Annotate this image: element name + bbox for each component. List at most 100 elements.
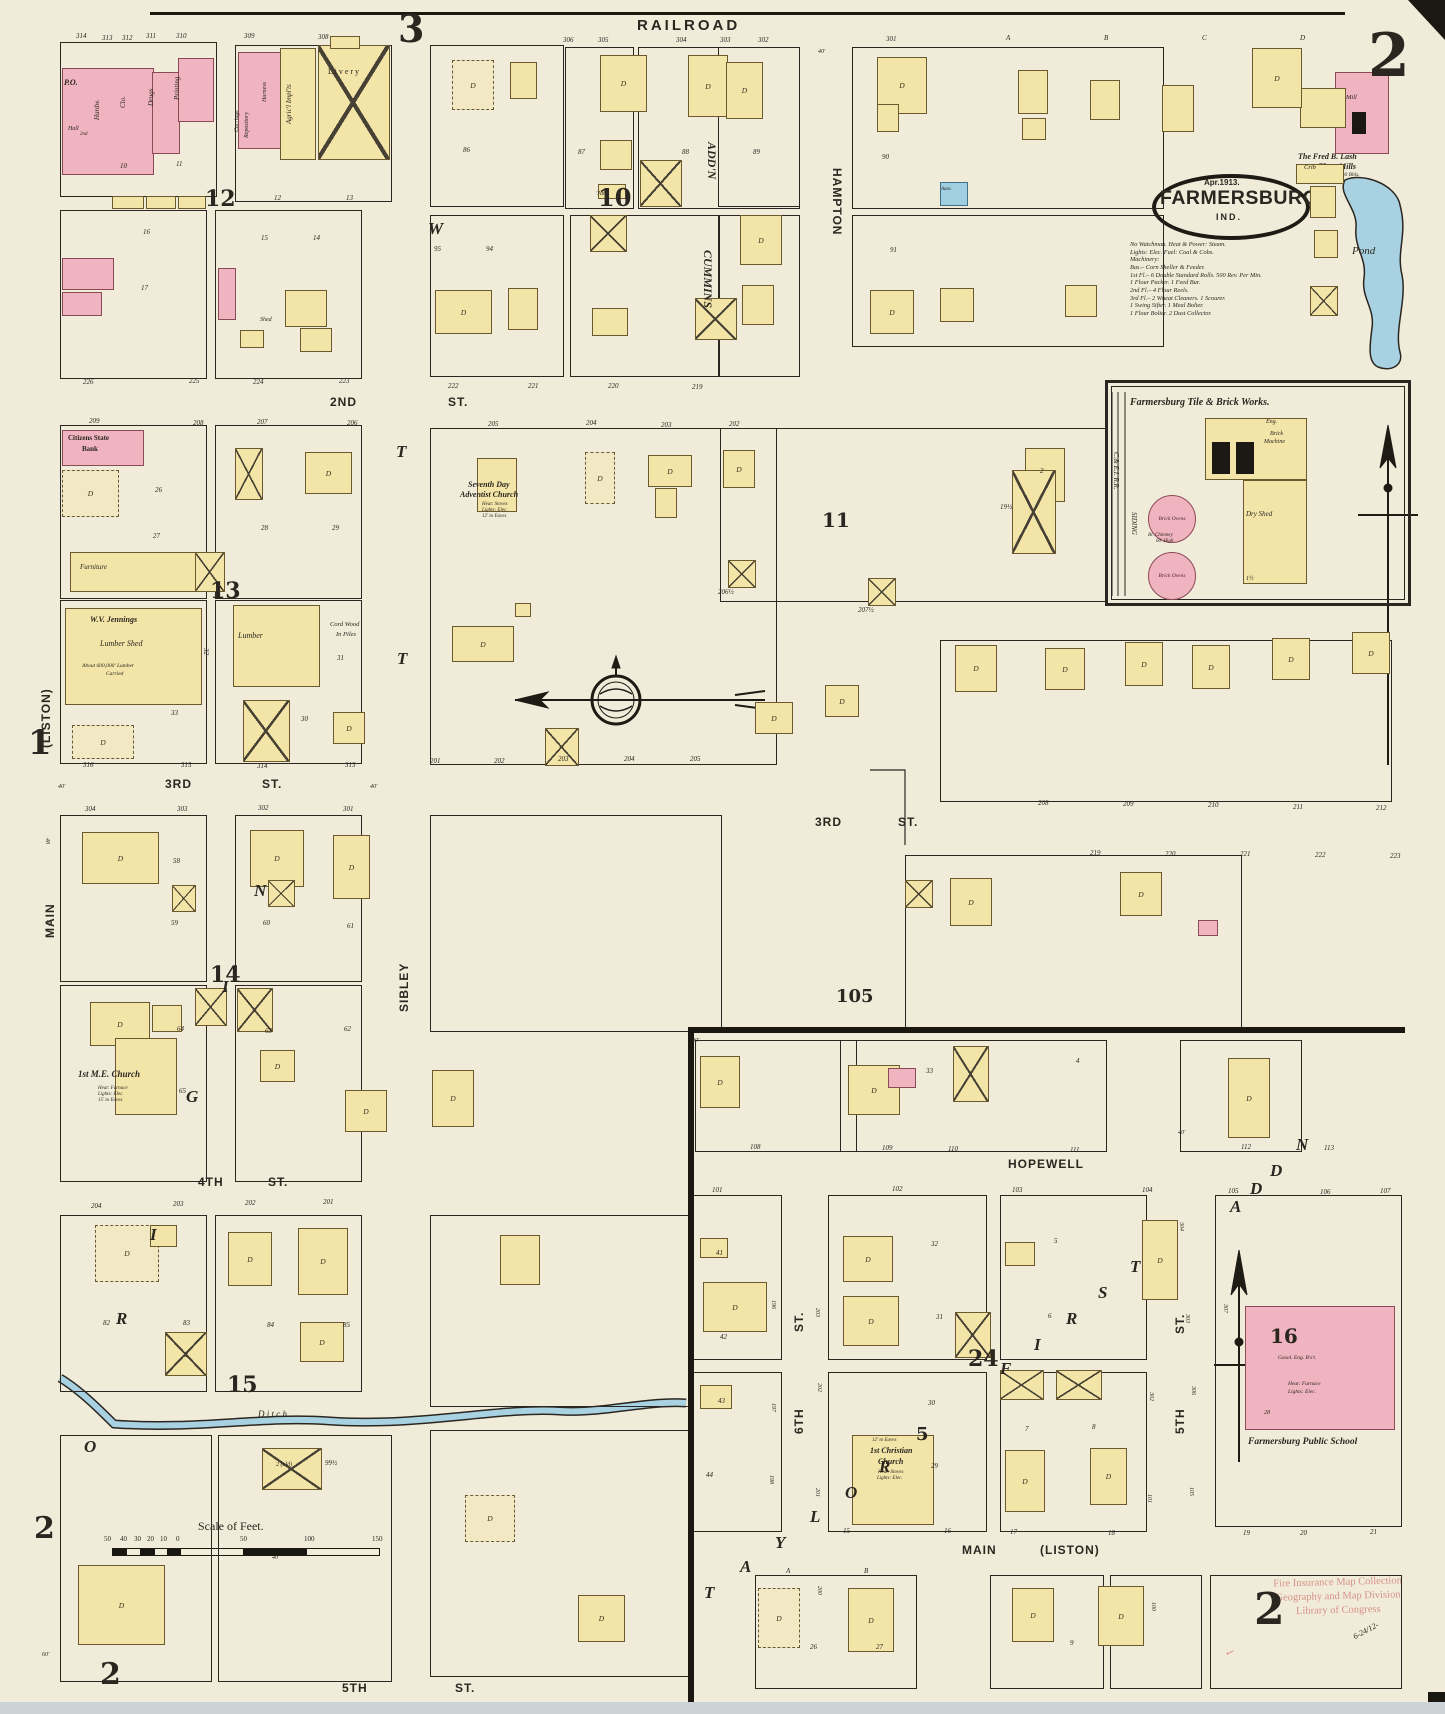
page-block-number: 12 — [205, 186, 236, 212]
lot-number: 204 — [586, 419, 597, 427]
building: D — [333, 835, 370, 899]
lot-number: 310 — [176, 32, 187, 40]
building: D — [843, 1236, 893, 1282]
boundary-line — [690, 1027, 1405, 1033]
lot-number: 106 — [1320, 1188, 1331, 1196]
city-block — [828, 1372, 987, 1532]
city-block — [755, 1575, 917, 1689]
map-label: Gasol. Eng. B's't. — [1278, 1355, 1317, 1361]
lot-number: 11 — [176, 160, 183, 168]
lot-number: 30 — [301, 715, 308, 723]
map-label: In Piles — [336, 631, 357, 638]
street-label-3rd-e: 3RD — [815, 815, 843, 829]
street-label-2nd-st: ST. — [448, 395, 469, 409]
barn-building — [268, 880, 295, 907]
addition-letter: D — [1270, 1161, 1283, 1180]
building — [888, 1068, 916, 1088]
map-label: Machine — [1264, 439, 1285, 445]
street-label-6th: 6TH — [792, 1408, 806, 1434]
building — [1352, 112, 1366, 134]
barn-building — [243, 700, 290, 762]
barn-building — [318, 45, 390, 160]
street-label-4th-st: ST. — [268, 1175, 289, 1189]
building: D — [1228, 1058, 1270, 1138]
lot-number: 6 — [1048, 1312, 1052, 1320]
building: D — [755, 702, 793, 734]
city-block — [60, 1215, 207, 1392]
building — [178, 196, 206, 209]
lot-number: 95 — [434, 245, 441, 253]
building: D — [1045, 648, 1085, 690]
addition-letter: L — [810, 1507, 821, 1526]
street-label-3rd-w-st: ST. — [262, 777, 283, 791]
city-block — [235, 45, 392, 202]
street-label-railroad: RAILROAD — [637, 17, 741, 34]
addition-letter: I — [1034, 1335, 1041, 1354]
street-label-5th-v: 5TH — [1173, 1408, 1187, 1434]
map-label: About 600,000' Lumber — [82, 663, 135, 669]
lot-number: 111 — [1070, 1146, 1080, 1154]
map-label: Lights: Elec. — [1288, 1389, 1317, 1395]
lot-number: 208 — [1038, 799, 1049, 807]
building — [877, 104, 899, 132]
barn-building — [1012, 470, 1056, 554]
lot-number: 221 — [1240, 850, 1251, 858]
lot-number: 33 — [171, 709, 178, 717]
lot-number: 85 — [343, 1321, 350, 1329]
building: D — [726, 62, 763, 119]
street-jog-line — [870, 769, 906, 845]
lot-number: 222 — [448, 382, 459, 390]
lot-number: 212 — [1376, 804, 1387, 812]
map-label: L i v e r y — [328, 67, 360, 76]
lot-number: 207 — [257, 418, 268, 426]
lot-number: 65 — [179, 1087, 186, 1095]
lot-number: 304 — [1178, 1222, 1184, 1231]
railroad-symbol-school — [1214, 1249, 1264, 1462]
building — [1300, 88, 1346, 128]
map-label: Lights: Elec. — [98, 1092, 124, 1097]
lot-number: 306 — [563, 36, 574, 44]
building: D — [1252, 48, 1302, 108]
map-label: Br. Chimney — [1148, 533, 1173, 538]
lot-number: 210 — [1208, 801, 1219, 809]
title-city: FARMERSBURG — [1160, 187, 1319, 209]
lot-number: 211 — [1293, 803, 1303, 811]
railroad-label-ceirr: C.& E.I. R.R. — [1112, 452, 1120, 490]
lot-number: 220 — [1165, 850, 1176, 858]
lot-number: 27 — [153, 532, 160, 540]
lot-number: 206 — [347, 419, 358, 427]
lot-number: 43 — [718, 1397, 725, 1405]
brick-oven-1: Brick Ovens — [1148, 495, 1196, 543]
building: D — [465, 1495, 515, 1542]
lot-number: 112 — [1241, 1143, 1251, 1151]
building: D — [1098, 1586, 1144, 1646]
barn-building — [1056, 1370, 1102, 1400]
page-block-number: 2 — [100, 1657, 121, 1692]
lot-number: 204 — [624, 755, 635, 763]
brick-oven-2: Brick Ovens — [1148, 552, 1196, 600]
city-block — [852, 215, 1164, 347]
city-block — [215, 210, 362, 379]
building — [178, 58, 214, 122]
addition-letter: O — [845, 1483, 858, 1502]
lot-number: 219 — [692, 383, 703, 391]
city-block — [1000, 1195, 1147, 1360]
scale-tick: 50 — [104, 1535, 111, 1543]
city-block — [60, 985, 207, 1182]
map-label: Heat: Furnace — [98, 1086, 128, 1091]
lot-number: 1½ — [1246, 576, 1254, 582]
lot-number: 303 — [1184, 1314, 1190, 1323]
lot-number: 303 — [720, 36, 731, 44]
lot-number: 202 — [729, 420, 740, 428]
building: D — [740, 215, 782, 265]
lot-number: 40' — [1178, 1130, 1186, 1136]
lot-number: 205 — [690, 755, 701, 763]
building — [1162, 85, 1194, 132]
barn-building — [262, 1448, 322, 1490]
barn-building — [695, 298, 737, 340]
building: D — [703, 1282, 767, 1332]
building: D — [870, 290, 914, 334]
building — [940, 182, 968, 206]
lot-number: 306 — [1190, 1386, 1196, 1395]
